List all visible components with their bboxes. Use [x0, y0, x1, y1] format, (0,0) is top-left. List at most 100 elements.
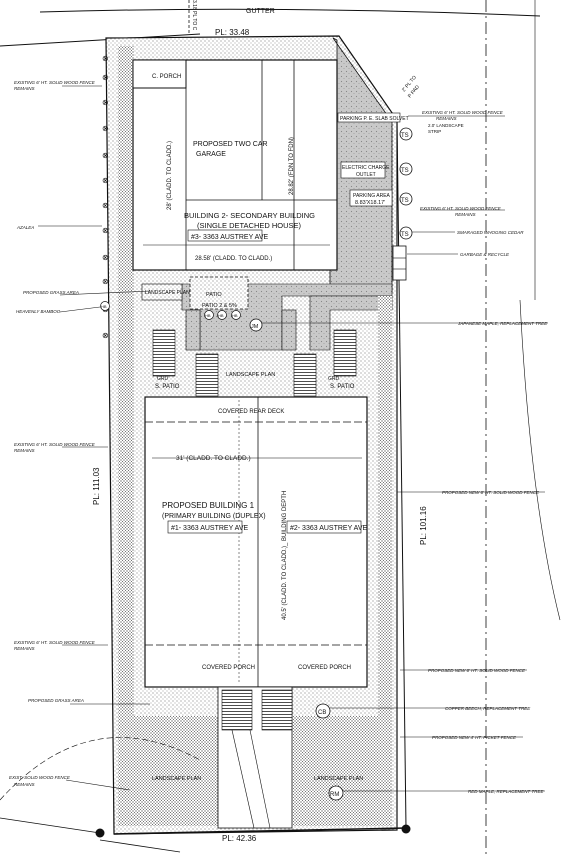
shrub-hb-4-label: HB	[101, 304, 107, 309]
right-fence-note-1-remains: REMAINS	[436, 116, 457, 121]
charger-box	[340, 161, 386, 179]
porch-label: C. PORCH	[152, 74, 181, 80]
building-2-depth-right: 28.82' (FDN TO FDN)	[289, 137, 295, 195]
shrub-hb-4	[100, 301, 110, 311]
new-fence-note-2: PROPOSED NEW 6' HT. SOLID WOOD FENCE	[428, 668, 526, 673]
building-2-subtitle: (SINGLE DETACHED HOUSE)	[197, 221, 302, 230]
rear-deck-label: COVERED REAR DECK	[218, 409, 284, 415]
bottom-property-line-label: PL: 42.36	[222, 834, 257, 843]
right-fence-note-2-remains: REMAINS	[455, 212, 476, 217]
svg-text:⊗: ⊗	[102, 201, 109, 210]
azalea-note: AZALEA	[16, 225, 34, 230]
fence-markers-left: ⊗ ⊗ ⊗ ⊗ ⊗ ⊗ ⊗ ⊗ ⊗ ⊗ ⊗ ⊗	[102, 54, 109, 340]
shrub-hb-1	[204, 310, 214, 320]
rear-stairs-right	[333, 329, 357, 377]
tree-ts-3	[399, 192, 413, 206]
garage-label-line-1: PROPOSED TWO CAR	[193, 141, 268, 148]
front-yard-left	[118, 716, 218, 826]
copper-beech-note: COPPER BEECH, REPLACEMENT TREE	[445, 706, 531, 711]
building-1-title: PROPOSED BUILDING 1	[162, 501, 255, 510]
building-2-address-box	[187, 229, 263, 242]
left-fence-note-3: EXISTING 6' HT. SOLID WOOD FENCE	[14, 640, 96, 645]
unit-2-address-box	[286, 520, 362, 534]
rear-stairs-center-right	[293, 353, 317, 397]
japanese-maple-note: JAPANESE MAPLE, REPLACEMENT TREE	[457, 321, 548, 326]
landscape-strip-left	[118, 46, 134, 726]
building-1-depth-dimension: 40.5' (CLADD. TO CLADD.)_ BUILDING DEPTH	[282, 491, 288, 620]
tree-jm-label: JM	[251, 324, 259, 330]
picket-fence-note: PROPOSED NEW 4' HT. PICKET FENCE	[432, 735, 517, 740]
tree-ts-2	[399, 162, 413, 176]
front-stairs-left	[221, 689, 253, 731]
parking-stall-box	[349, 189, 393, 207]
front-stairs-right	[261, 689, 293, 731]
shrub-hb-3	[231, 310, 241, 320]
shrub-hb-3-label: HB	[232, 313, 238, 318]
grass-note-1: PROPOSED GRASS AREA	[23, 290, 79, 295]
building-2-width-dimension: 28.58' (CLADD. TO CLADD.)	[195, 256, 272, 262]
new-fence-note-1: PROPOSED NEW 6' HT. SOLID WOOD FENCE	[442, 490, 540, 495]
garbage-note: GARBAGE & RECYCLE	[460, 252, 510, 257]
building-1-width-dimension: 31' (CLADD. TO CLADD.)	[176, 455, 251, 462]
parking-slab-box	[337, 112, 401, 123]
unit-2-address: #2- 3363 AUSTREY AVE	[290, 525, 368, 532]
tree-ts-2-label: TS	[401, 168, 409, 174]
left-fence-note-4-remains: REMAINS	[14, 782, 35, 787]
building-1-subtitle: (PRIMARY BUILDING (DUPLEX)	[162, 513, 266, 520]
front-yard-right	[292, 716, 392, 826]
svg-text:⊗: ⊗	[102, 176, 109, 185]
tree-jm	[249, 318, 263, 332]
bamboo-note: HEAVENLY BAMBOO	[16, 309, 61, 314]
left-fence-note-4: EXIST. SOLID WOOD FENCE	[9, 775, 71, 780]
gutter-label: GUTTER	[246, 8, 275, 15]
tree-rm	[328, 785, 344, 801]
svg-text:⊗: ⊗	[102, 277, 109, 286]
landscape-strip-note-2: STRIP	[428, 129, 441, 134]
right-leaders	[262, 115, 548, 792]
patio-box	[189, 276, 249, 310]
charger-label-line-2: OUTLET	[356, 172, 376, 178]
patio-left-label: S. PATIO	[155, 384, 180, 390]
setback-note-vertical: 3.18 PL TO C	[191, 0, 197, 31]
tree-ts-3-label: TS	[401, 198, 409, 204]
patio-label: PATIO	[206, 292, 222, 298]
shrub-hb-2	[217, 310, 227, 320]
building-2-title: BUILDING 2- SECONDARY BUILDING	[184, 211, 315, 220]
rear-stairs-left	[152, 329, 176, 377]
patio-right-label: S. PATIO	[330, 384, 355, 390]
tree-symbols	[100, 127, 413, 801]
right-fence-note-1: EXISTING 6' HT. SOLID WOOD FENCE	[422, 110, 504, 115]
left-fence-note-2-remains: REMAINS	[14, 448, 35, 453]
front-landscape-left: LANDSCAPE PLAN	[152, 776, 201, 782]
svg-text:⊗: ⊗	[102, 124, 109, 133]
charger-label-line-1: ELECTRIC CHARGE	[342, 165, 390, 171]
left-leaders	[38, 85, 151, 791]
tree-ts-1	[399, 127, 413, 141]
unit-1-address-box	[167, 520, 243, 534]
tree-rm-label: RM	[330, 792, 339, 798]
svg-text:⊗: ⊗	[102, 73, 109, 82]
tree-ts-1-label: TS	[401, 133, 409, 139]
cedar-note: SMARAGED WHOGING CEDAR	[457, 230, 524, 235]
patio-left-grade: GRD	[157, 376, 169, 382]
left-property-line-label: PL: 111.03	[92, 467, 101, 505]
garden-grass-area	[141, 283, 183, 301]
right-property-line-label: PL: 101.16	[419, 506, 428, 545]
svg-text:⊗: ⊗	[102, 54, 109, 63]
courtyard-landscape-label: LANDSCAPE PLAN	[226, 372, 275, 378]
tree-ts-4	[399, 226, 413, 240]
landscape-strip-right	[378, 296, 392, 796]
shrub-hb-2-label: HB	[218, 313, 224, 318]
covered-porch-right: COVERED PORCH	[298, 665, 351, 671]
patio-right-grade: GRD	[328, 376, 340, 382]
tree-ts-4-label: TS	[401, 232, 409, 238]
left-fence-note-1-remains: REMAINS	[14, 86, 35, 91]
top-property-line-label: PL: 33.48	[215, 28, 250, 37]
rear-stairs-center-left	[195, 353, 219, 397]
covered-porch-left: COVERED PORCH	[202, 665, 255, 671]
tree-cb	[315, 703, 331, 719]
garden-label: LANDSCAPE PLAN	[145, 290, 190, 296]
grass-note-2: PROPOSED GRASS AREA	[28, 698, 84, 703]
